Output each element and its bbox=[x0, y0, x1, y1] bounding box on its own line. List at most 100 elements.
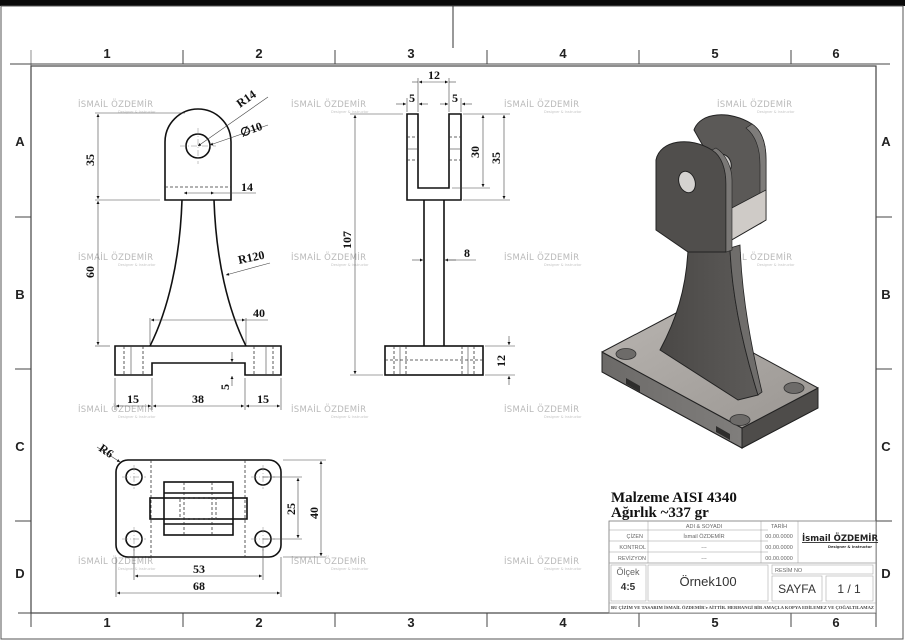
row-label: A bbox=[881, 134, 891, 149]
column-label: 5 bbox=[711, 46, 718, 61]
top-bar bbox=[0, 0, 905, 6]
dim-68: 68 bbox=[193, 579, 205, 593]
dim-5: 5 bbox=[218, 384, 232, 390]
row-label: B bbox=[881, 287, 890, 302]
svg-text:İSMAİL ÖZDEMİR: İSMAİL ÖZDEMİR bbox=[78, 556, 153, 567]
dim-35: 35 bbox=[83, 154, 97, 166]
dim-107: 107 bbox=[340, 231, 354, 249]
column-ticks-top bbox=[30, 50, 877, 78]
svg-text:İSMAİL ÖZDEMİR: İSMAİL ÖZDEMİR bbox=[291, 556, 366, 567]
row-labels-left: A B C D bbox=[15, 134, 25, 581]
title-block: ADI & SOYADI TARİH ÇİZEN İsmail ÖZDEMİR … bbox=[608, 520, 878, 614]
weight-label: Ağırlık ~337 gr bbox=[611, 505, 709, 521]
svg-text:İSMAİL ÖZDEMİR: İSMAİL ÖZDEMİR bbox=[504, 252, 579, 263]
svg-text:Designer & Instructor: Designer & Instructor bbox=[544, 110, 582, 114]
svg-text:00.00.0000: 00.00.0000 bbox=[765, 556, 793, 562]
top-view: R6 25 40 53 68 bbox=[96, 441, 326, 597]
svg-text:Designer & Instructor: Designer & Instructor bbox=[757, 110, 795, 114]
copyright-footer: BU ÇİZİM VE TASARIM İSMAİL ÖZDEMİR'e AİT… bbox=[611, 605, 874, 610]
sheet-label: SAYFA bbox=[778, 582, 816, 596]
isometric-view bbox=[601, 114, 819, 449]
brand-subtitle: Designer & Instructor bbox=[828, 545, 872, 549]
svg-text:İSMAİL ÖZDEMİR: İSMAİL ÖZDEMİR bbox=[291, 252, 366, 263]
dim-35-side: 35 bbox=[489, 152, 503, 164]
dim-15-right: 15 bbox=[257, 392, 269, 406]
column-label: 6 bbox=[832, 615, 839, 630]
part-name: Örnek100 bbox=[679, 574, 736, 589]
svg-text:İSMAİL ÖZDEMİR: İSMAİL ÖZDEMİR bbox=[504, 556, 579, 567]
row-labels-right: A B C D bbox=[881, 134, 891, 581]
dim-r14: R14 bbox=[234, 87, 259, 110]
dim-15-left: 15 bbox=[127, 392, 139, 406]
top-pin-boss bbox=[149, 497, 248, 520]
dim-30: 30 bbox=[468, 146, 482, 158]
svg-text:İSMAİL ÖZDEMİR: İSMAİL ÖZDEMİR bbox=[78, 404, 153, 415]
svg-text:İsmail ÖZDEMİR: İsmail ÖZDEMİR bbox=[683, 533, 724, 540]
svg-text:Designer & Instructor: Designer & Instructor bbox=[118, 263, 156, 267]
column-labels-bottom: 1 2 3 4 5 6 bbox=[103, 615, 839, 630]
row-label: C bbox=[15, 439, 25, 454]
column-labels-top: 1 2 3 4 5 6 bbox=[103, 46, 839, 61]
front-neck-left bbox=[149, 199, 183, 347]
svg-text:Designer & Instructor: Designer & Instructor bbox=[331, 415, 369, 419]
column-label: 2 bbox=[255, 46, 262, 61]
dim-r120: R120 bbox=[237, 248, 266, 267]
svg-text:Designer & Instructor: Designer & Instructor bbox=[544, 415, 582, 419]
svg-text:Designer & Instructor: Designer & Instructor bbox=[331, 110, 369, 114]
dim-60: 60 bbox=[83, 266, 97, 278]
svg-text:Designer & Instructor: Designer & Instructor bbox=[118, 415, 156, 419]
svg-text:---: --- bbox=[701, 545, 707, 551]
row-label: C bbox=[881, 439, 891, 454]
title-row-drawn: ÇİZEN İsmail ÖZDEMİR 00.00.0000 bbox=[627, 533, 793, 540]
side-base-outline bbox=[384, 345, 484, 376]
svg-text:İSMAİL ÖZDEMİR: İSMAİL ÖZDEMİR bbox=[504, 404, 579, 415]
svg-text:Designer & Instructor: Designer & Instructor bbox=[118, 567, 156, 571]
outer-frame bbox=[0, 5, 904, 640]
brand-name: İsmail ÖZDEMİR bbox=[802, 533, 878, 544]
dim-r6: R6 bbox=[96, 441, 116, 461]
column-label: 3 bbox=[407, 46, 414, 61]
scale-value: 4:5 bbox=[621, 582, 636, 593]
header-date: TARİH bbox=[771, 523, 787, 530]
sheet-value: 1 / 1 bbox=[837, 582, 861, 596]
svg-text:İSMAİL ÖZDEMİR: İSMAİL ÖZDEMİR bbox=[717, 252, 792, 263]
svg-text:İSMAİL ÖZDEMİR: İSMAİL ÖZDEMİR bbox=[78, 99, 153, 110]
column-label: 1 bbox=[103, 615, 110, 630]
svg-text:İSMAİL ÖZDEMİR: İSMAİL ÖZDEMİR bbox=[717, 99, 792, 110]
dim-38: 38 bbox=[192, 392, 204, 406]
svg-text:ÇİZEN: ÇİZEN bbox=[627, 533, 644, 540]
dim-40-top: 40 bbox=[307, 507, 321, 519]
row-label: D bbox=[881, 566, 890, 581]
dim-14: 14 bbox=[241, 180, 253, 194]
front-neck-right bbox=[213, 199, 247, 347]
svg-text:Designer & Instructor: Designer & Instructor bbox=[118, 110, 156, 114]
dim-12-side: 12 bbox=[494, 355, 508, 367]
svg-text:Designer & Instructor: Designer & Instructor bbox=[544, 567, 582, 571]
side-clevis-outline bbox=[406, 113, 462, 201]
column-label: 4 bbox=[559, 46, 567, 61]
svg-text:REVİZYON: REVİZYON bbox=[618, 555, 646, 562]
front-view: 35 60 14 R14 ∅10 R120 40 5 15 38 15 bbox=[83, 87, 282, 410]
scale-label: Ölçek bbox=[616, 567, 640, 577]
svg-text:KONTROL: KONTROL bbox=[619, 545, 646, 551]
svg-text:00.00.0000: 00.00.0000 bbox=[765, 534, 793, 540]
column-label: 3 bbox=[407, 615, 414, 630]
svg-text:İSMAİL ÖZDEMİR: İSMAİL ÖZDEMİR bbox=[291, 99, 366, 110]
material-label: Malzeme AISI 4340 bbox=[611, 490, 737, 506]
column-ticks-bottom bbox=[30, 613, 877, 627]
title-row-checked: KONTROL --- 00.00.0000 bbox=[619, 545, 792, 551]
svg-text:Designer & Instructor: Designer & Instructor bbox=[757, 263, 795, 267]
dim-5-right: 5 bbox=[452, 91, 458, 105]
dim-40: 40 bbox=[253, 306, 265, 320]
